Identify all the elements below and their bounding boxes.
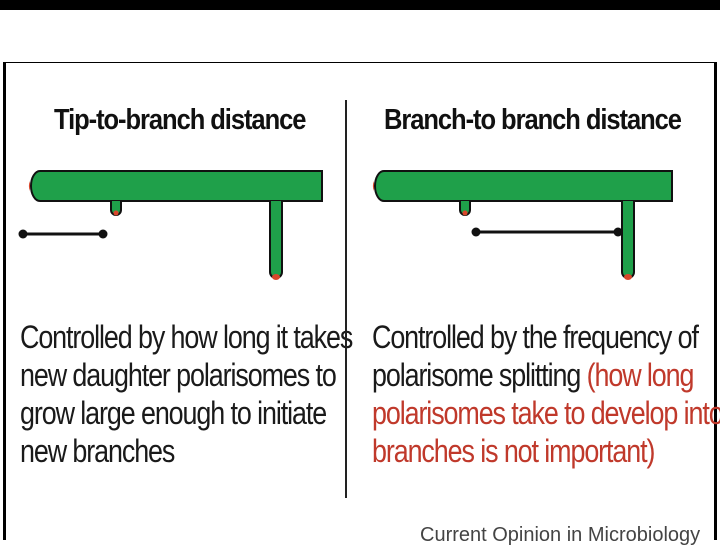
right-bud-polarisome bbox=[462, 210, 468, 216]
left-caption-line-4: new branches bbox=[20, 433, 175, 469]
left-main-hypha bbox=[30, 170, 323, 202]
right-panel-title: Branch-to branch distance bbox=[384, 104, 682, 136]
left-caption-line-3: grow large enough to initiate bbox=[20, 395, 327, 431]
right-caption-line-3: polarisomes take to develop into bbox=[372, 395, 720, 431]
journal-credit: Current Opinion in Microbiology bbox=[420, 524, 701, 546]
right-distance-end bbox=[613, 227, 623, 237]
right-distance-start bbox=[471, 227, 481, 237]
left-hypha-diagram bbox=[18, 170, 323, 280]
right-panel-caption: Controlled by the frequency of polarisom… bbox=[372, 318, 720, 470]
left-caption-line-1: Controlled by how long it takes bbox=[20, 319, 353, 355]
right-caption-line-1: Controlled by the frequency of bbox=[372, 319, 699, 355]
left-branch-polarisome bbox=[272, 274, 280, 280]
right-caption-line-2-plain: polarisome splitting bbox=[372, 357, 587, 393]
left-panel-caption: Controlled by how long it takes new daug… bbox=[20, 318, 353, 470]
left-panel-title: Tip-to-branch distance bbox=[54, 104, 306, 136]
right-tip-polarisome bbox=[372, 181, 374, 191]
left-caption-line-2: new daughter polarisomes to bbox=[20, 357, 337, 393]
left-distance-start bbox=[18, 229, 28, 239]
right-main-hypha bbox=[374, 170, 673, 202]
right-caption-line-2: polarisome splitting (how long bbox=[372, 356, 720, 394]
top-rule bbox=[0, 0, 720, 10]
left-mature-branch bbox=[269, 201, 283, 279]
panel-divider bbox=[345, 100, 347, 498]
right-mature-branch bbox=[621, 201, 635, 279]
right-caption-line-4: branches is not important) bbox=[372, 433, 655, 469]
left-bud-polarisome bbox=[113, 210, 119, 216]
left-distance-end bbox=[98, 229, 108, 239]
right-branch-polarisome bbox=[624, 274, 632, 280]
right-caption-line-2-highlight: (how long bbox=[586, 357, 695, 393]
slide-frame bbox=[3, 62, 717, 540]
left-tip-polarisome bbox=[28, 181, 30, 191]
right-hypha-diagram bbox=[372, 170, 673, 280]
